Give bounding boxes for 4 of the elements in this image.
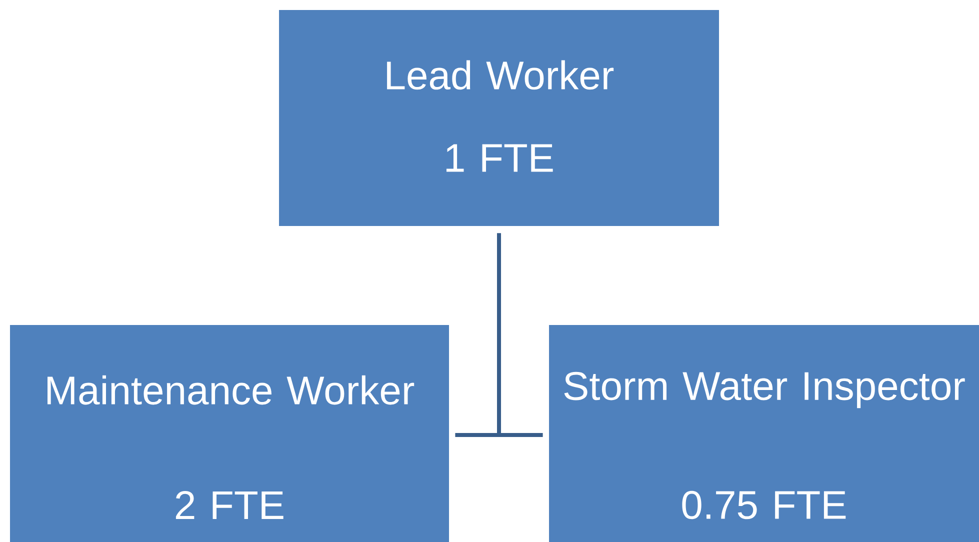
position-box: Storm Water Inspector 0.75 FTE — [549, 325, 979, 542]
position-box: Maintenance Worker 2 FTE — [10, 325, 449, 542]
connector-line — [497, 233, 543, 437]
position-box: Lead Worker 1 FTE — [279, 10, 719, 226]
